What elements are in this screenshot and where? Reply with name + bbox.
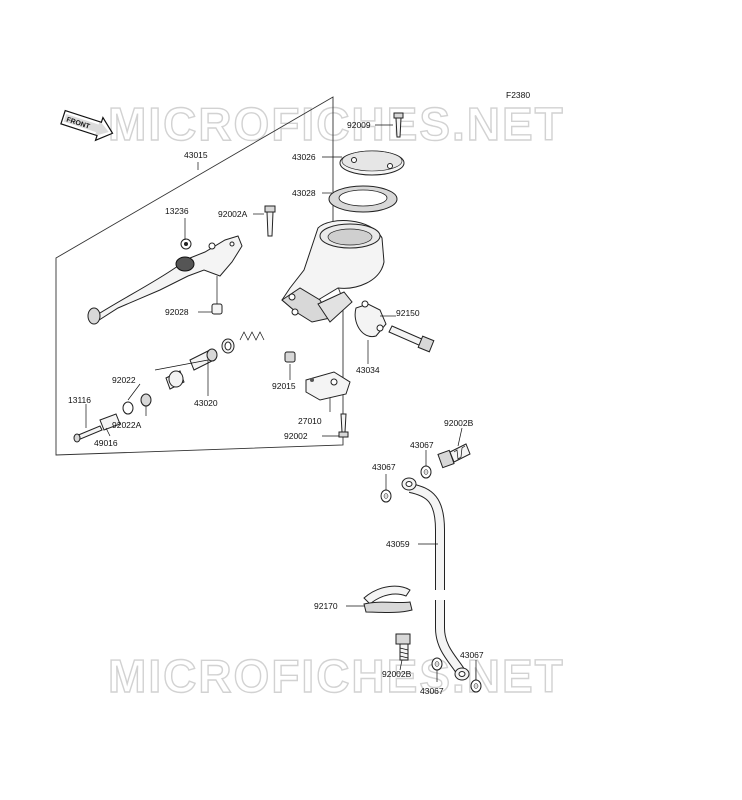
part-43067-washer-c [431,657,443,671]
part-92009-screw [393,112,404,138]
label-43034: 43034 [356,365,380,375]
leader-lines [85,124,477,682]
label-92009: 92009 [347,120,371,130]
part-92022a-ring [140,393,152,407]
part-43067-washer-a [380,489,392,503]
part-43067-washer-b [420,465,432,479]
label-92002a: 92002A [218,209,248,219]
part-master-cylinder-body [281,220,385,323]
part-43059-brake-hose [401,477,470,681]
label-92028: 92028 [165,307,189,317]
label-43026: 43026 [292,152,316,162]
label-43015: 43015 [184,150,208,160]
part-43026-cap [339,150,405,176]
label-27010: 27010 [298,416,322,426]
label-43067-a: 43067 [410,440,434,450]
part-43067-washer-d [470,679,482,693]
label-43020: 43020 [194,398,218,408]
label-92170: 92170 [314,601,338,611]
part-92002b-banjo-bolt-top [437,443,471,469]
part-92002b-banjo-bolt-bottom [395,633,411,661]
part-brake-lever [87,235,243,325]
part-92015-nut [284,351,296,363]
label-43067-d: 43067 [420,686,444,696]
label-92002b-top: 92002B [444,418,474,428]
label-43059: 43059 [386,539,410,549]
part-43034-clamp [354,300,387,338]
part-92028-bushing [211,303,223,315]
part-92002-screw [338,413,349,438]
part-92170-hose-clamp [363,585,413,613]
label-49016: 49016 [94,438,118,448]
watermark-top: MICROFICHES.NET [108,98,565,150]
label-92015: 92015 [272,381,296,391]
watermark-bottom: MICROFICHES.NET [108,650,565,702]
label-92022a: 92022A [112,420,142,430]
part-43020-piston-kit [165,331,265,390]
part-27010-switch [305,371,351,401]
label-43067-c: 43067 [460,650,484,660]
part-labels: 92009 43026 43015 43028 13236 92002A 921… [68,120,484,696]
part-92150-bolt [388,325,435,353]
label-92002: 92002 [284,431,308,441]
label-13236: 13236 [165,206,189,216]
figure-code: F2380 [506,90,530,100]
label-92022: 92022 [112,375,136,385]
part-49016-boot [99,413,121,431]
label-92150: 92150 [396,308,420,318]
label-92002b-bottom: 92002B [382,669,412,679]
part-13116-pushrod [73,425,103,443]
part-92022-washer [122,401,134,415]
front-arrow-icon: FRONT [60,109,114,142]
label-13116: 13116 [68,395,91,405]
label-43028: 43028 [292,188,316,198]
label-43067-b: 43067 [372,462,396,472]
part-43028-diaphragm [328,185,398,213]
part-92002a-screw [264,205,276,237]
